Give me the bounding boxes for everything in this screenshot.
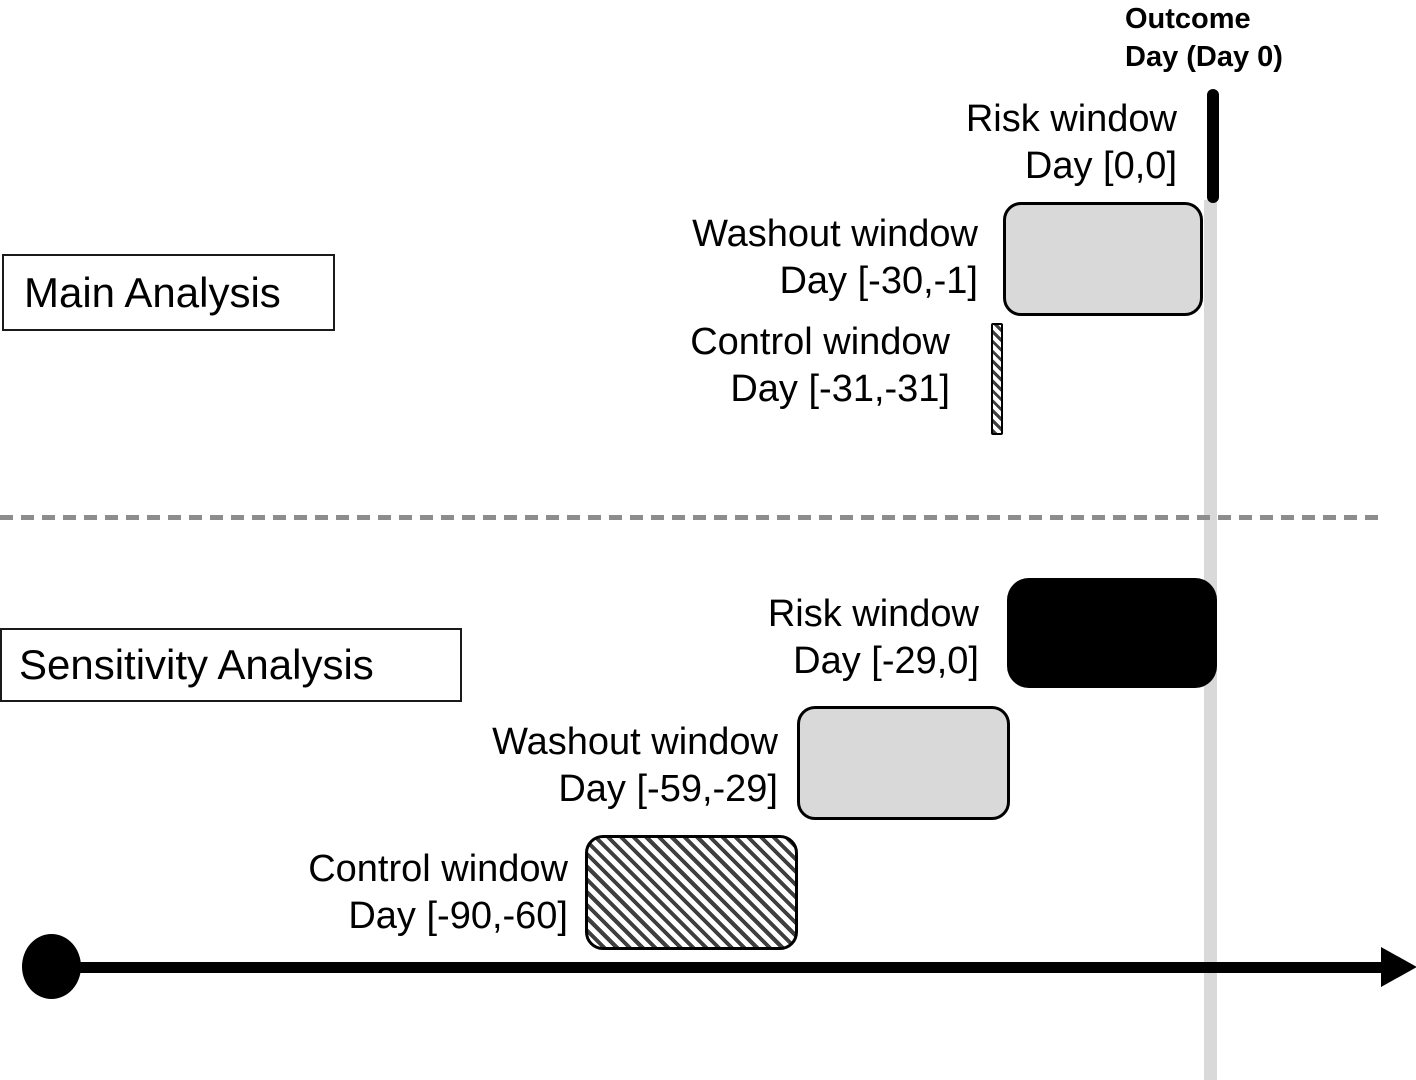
sensitivity-analysis-title-box: Sensitivity Analysis (0, 628, 462, 702)
sensitivity-control-window-label: Control window Day [-90,-60] (308, 846, 568, 940)
outcome-day-label-line1: Outcome (1125, 3, 1251, 35)
timeline-arrowhead-icon (1381, 947, 1416, 987)
main-control-window-label-line2: Day [-31,-31] (730, 368, 950, 410)
main-control-window-label-line1: Control window (690, 321, 950, 363)
sensitivity-risk-window-label-line1: Risk window (767, 593, 979, 635)
section-divider-dashed-line (0, 515, 1384, 520)
sensitivity-washout-window-label-line2: Day [-59,-29] (558, 768, 778, 810)
main-control-window-bar (991, 323, 1003, 435)
main-control-window-label: Control window Day [-31,-31] (690, 319, 950, 413)
main-washout-window-label: Washout window Day [-30,-1] (692, 211, 978, 305)
sensitivity-washout-window-label: Washout window Day [-59,-29] (492, 719, 778, 813)
sensitivity-control-window-box (585, 835, 798, 950)
main-analysis-title-box: Main Analysis (2, 254, 335, 331)
sensitivity-washout-window-box (797, 706, 1010, 820)
main-risk-window-label: Risk window Day [0,0] (966, 96, 1177, 190)
main-washout-window-box (1003, 202, 1203, 316)
sensitivity-control-window-label-line1: Control window (308, 848, 568, 890)
main-risk-window-label-line2: Day [0,0] (1024, 145, 1177, 187)
main-washout-window-label-line2: Day [-30,-1] (779, 260, 978, 302)
main-risk-window-bar (1207, 89, 1219, 203)
main-analysis-title: Main Analysis (24, 268, 281, 316)
sensitivity-washout-window-label-line1: Washout window (492, 721, 778, 763)
timeline-origin-dot (22, 934, 81, 999)
sensitivity-control-window-label-line2: Day [-90,-60] (348, 895, 568, 937)
timeline-axis (50, 962, 1384, 973)
sensitivity-analysis-title: Sensitivity Analysis (19, 641, 374, 688)
outcome-day-label: Outcome Day (Day 0) (1125, 0, 1283, 76)
main-washout-window-label-line1: Washout window (692, 213, 978, 255)
outcome-day-label-line2: Day (Day 0) (1125, 41, 1283, 73)
sensitivity-risk-window-box (1007, 578, 1217, 688)
sensitivity-risk-window-label: Risk window Day [-29,0] (768, 591, 979, 685)
sensitivity-risk-window-label-line2: Day [-29,0] (793, 640, 979, 682)
main-risk-window-label-line1: Risk window (965, 98, 1177, 140)
